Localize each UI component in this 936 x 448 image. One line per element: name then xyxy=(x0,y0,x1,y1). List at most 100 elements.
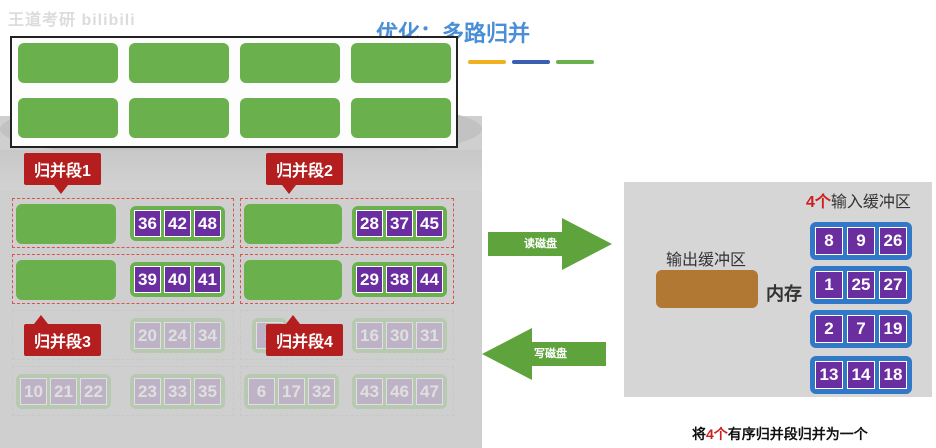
buffer-block xyxy=(351,98,451,138)
decor-line-yellow xyxy=(468,60,506,64)
segment-2-row-1 xyxy=(240,198,454,248)
record-value: 37 xyxy=(386,210,413,237)
buffer-block xyxy=(240,98,340,138)
record-value: 21 xyxy=(50,378,77,405)
segment-label-3: 归并段3 xyxy=(24,315,101,356)
record-value: 33 xyxy=(164,378,191,405)
record-value: 25 xyxy=(847,271,875,299)
record-value: 46 xyxy=(386,378,413,405)
segment-1-record-group: 39 40 41 xyxy=(130,262,225,297)
record-value: 23 xyxy=(134,378,161,405)
segment-3-row-2 xyxy=(12,366,234,416)
record-value: 6 xyxy=(248,378,275,405)
segment-2-record-group: 29 38 44 xyxy=(352,262,447,297)
record-value: 31 xyxy=(416,322,443,349)
segment-4-record-group: 16 30 31 xyxy=(352,318,447,353)
label-pointer xyxy=(282,185,296,194)
segment-2-row-2 xyxy=(240,254,454,304)
record-value: 29 xyxy=(356,266,383,293)
caption-count: 4个 xyxy=(706,426,728,442)
segment-block xyxy=(244,260,342,300)
record-value: 2 xyxy=(815,315,843,343)
memory-label: 内存 xyxy=(766,284,802,304)
input-buffer-1: 8 9 26 xyxy=(810,222,912,260)
watermark: 王道考研 bilibili xyxy=(8,12,136,29)
record-value: 40 xyxy=(164,266,191,293)
segment-4-record-group: 43 46 47 xyxy=(352,374,447,409)
segment-label-4: 归并段4 xyxy=(266,315,343,356)
write-disk-arrow xyxy=(482,328,606,380)
segment-label-text: 归并段4 xyxy=(276,334,333,351)
label-pointer xyxy=(34,315,48,324)
record-value: 10 xyxy=(20,378,47,405)
caption-prefix: 将 xyxy=(692,426,706,442)
caption: 将4个有序归并段归并为一个 xyxy=(692,424,868,444)
buffer-frame xyxy=(10,36,458,148)
record-value: 7 xyxy=(847,315,875,343)
record-value: 13 xyxy=(815,361,843,389)
record-value: 44 xyxy=(416,266,443,293)
record-value: 27 xyxy=(879,271,907,299)
buffer-block xyxy=(129,43,229,83)
segment-block xyxy=(16,204,116,244)
decor-line-green xyxy=(556,60,594,64)
segment-label-text: 归并段2 xyxy=(276,163,333,180)
record-value: 28 xyxy=(356,210,383,237)
record-value: 14 xyxy=(847,361,875,389)
segment-1-row-1 xyxy=(12,198,234,248)
label-pointer xyxy=(286,315,300,324)
segment-3-row-1 xyxy=(12,310,234,360)
caption-suffix: 有序归并段归并为一个 xyxy=(727,426,868,442)
record-value: 36 xyxy=(134,210,161,237)
buffer-block xyxy=(351,43,451,83)
record-value: 47 xyxy=(416,378,443,405)
input-buffer-2: 1 25 27 xyxy=(810,266,912,304)
read-disk-arrow xyxy=(488,218,612,270)
segment-block xyxy=(16,260,116,300)
record-value: 32 xyxy=(308,378,335,405)
output-buffer-label: 输出缓冲区 xyxy=(666,252,747,269)
record-value: 1 xyxy=(815,271,843,299)
segment-4-row-2 xyxy=(240,366,454,416)
record-value: 8 xyxy=(815,227,843,255)
buffer-block xyxy=(129,98,229,138)
record-value: 16 xyxy=(356,322,383,349)
segment-3-record-group: 10 21 22 xyxy=(16,374,111,409)
label-pointer xyxy=(54,185,68,194)
record-value: 39 xyxy=(134,266,161,293)
output-buffer xyxy=(656,270,758,308)
buffer-block xyxy=(18,43,118,83)
record-value: 26 xyxy=(879,227,907,255)
record-value: 43 xyxy=(356,378,383,405)
record-value: 45 xyxy=(416,210,443,237)
segment-label-1: 归并段1 xyxy=(24,153,101,194)
segment-1-record-group: 36 42 48 xyxy=(130,206,225,241)
segment-label-2: 归并段2 xyxy=(266,153,343,194)
record-value: 41 xyxy=(194,266,221,293)
input-buffers-suffix: 输入缓冲区 xyxy=(830,194,911,211)
decor-line-navy xyxy=(512,60,550,64)
record-value: 34 xyxy=(194,322,221,349)
record-value: 22 xyxy=(80,378,107,405)
record-value: 19 xyxy=(879,315,907,343)
record-value: 20 xyxy=(134,322,161,349)
segment-block xyxy=(244,204,342,244)
buffer-block xyxy=(18,98,118,138)
record-value: 38 xyxy=(386,266,413,293)
segment-3-record-group: 20 24 34 xyxy=(130,318,225,353)
record-value: 35 xyxy=(194,378,221,405)
record-value: 48 xyxy=(194,210,221,237)
read-disk-label: 读磁盘 xyxy=(524,238,557,250)
segment-4-record-group: 6 17 32 xyxy=(244,374,339,409)
segment-3-record-group: 23 33 35 xyxy=(130,374,225,409)
record-value: 17 xyxy=(278,378,305,405)
record-value: 18 xyxy=(879,361,907,389)
segment-2-record-group: 28 37 45 xyxy=(352,206,447,241)
record-value: 24 xyxy=(164,322,191,349)
record-value: 30 xyxy=(386,322,413,349)
segment-label-text: 归并段3 xyxy=(34,334,91,351)
input-buffer-3: 2 7 19 xyxy=(810,310,912,348)
record-value: 42 xyxy=(164,210,191,237)
buffer-block xyxy=(240,43,340,83)
segment-1-row-2 xyxy=(12,254,234,304)
